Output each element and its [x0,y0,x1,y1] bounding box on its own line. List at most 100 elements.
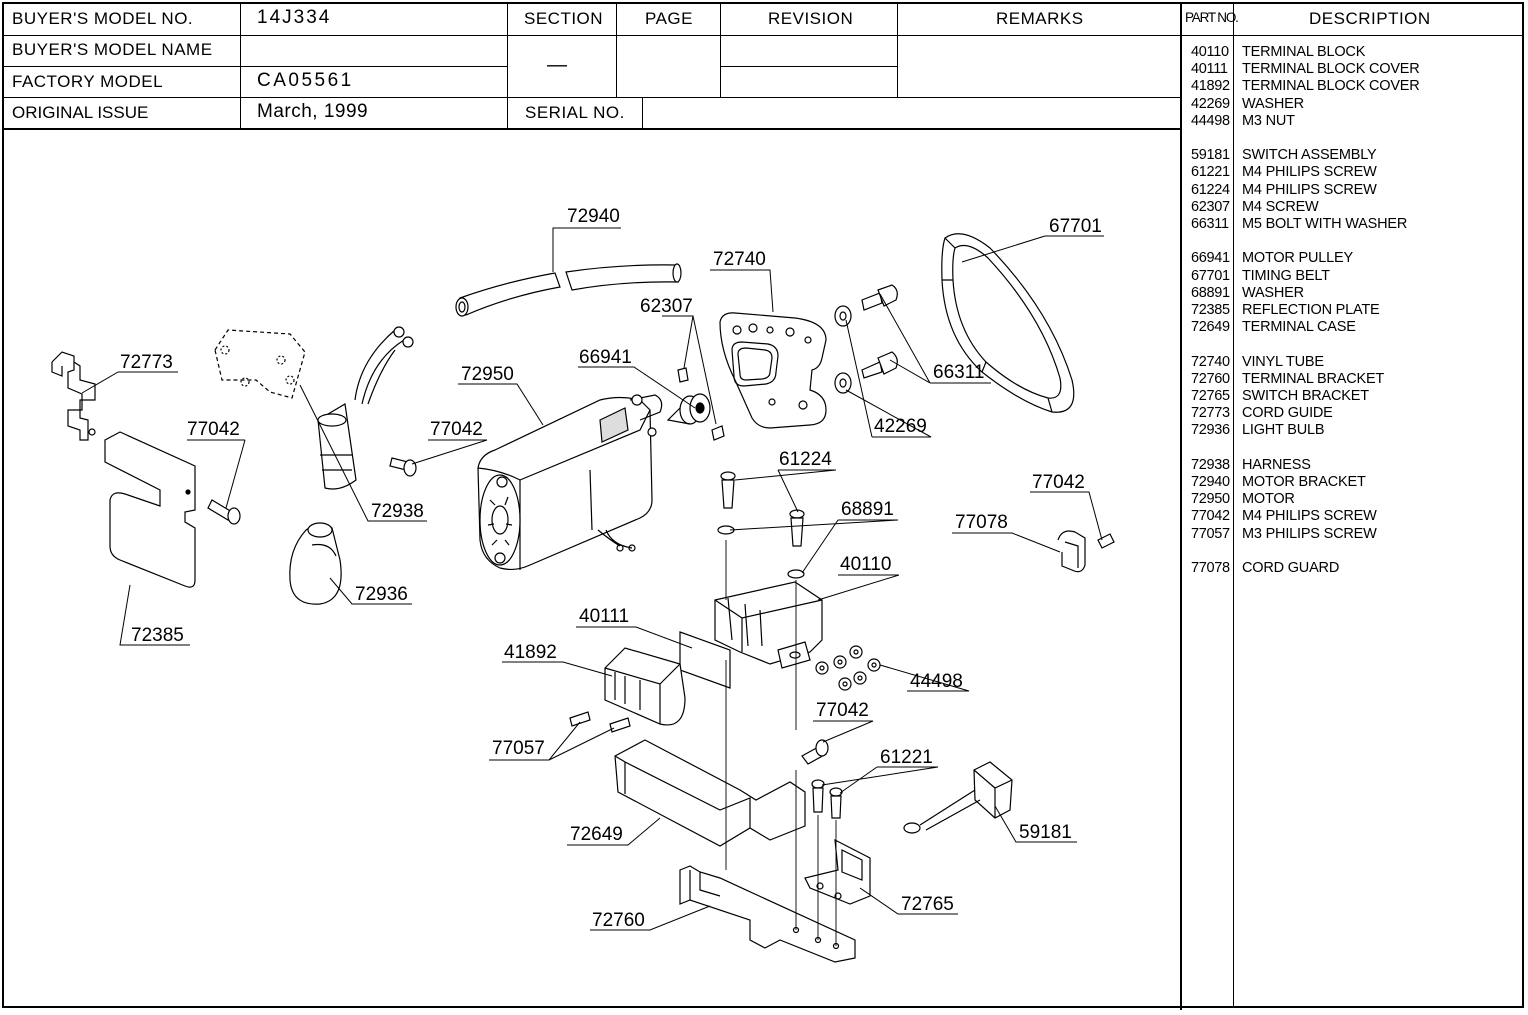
part-description: MOTOR [1242,491,1295,508]
callout-72936: 72936 [355,584,408,605]
revision-label: REVISION [768,9,854,28]
part-number: 72938 [1191,456,1230,473]
remarks-label: REMARKS [996,9,1084,28]
switch-bracket-part [804,838,871,905]
part-number: 77042 [1191,508,1230,525]
part-description: TERMINAL BLOCK COVER [1242,61,1420,78]
cord-guide-part [51,351,96,441]
part-description: TERMINAL BRACKET [1242,370,1385,387]
part-description: CORD GUARD [1242,560,1340,576]
callout-42269: 42269 [874,416,927,437]
part-number: 40111 [1191,61,1228,78]
part-number: 61224 [1191,181,1230,198]
part-number: 72649 [1191,319,1230,336]
callout-72649: 72649 [570,824,623,845]
callout-72765: 72765 [901,894,954,915]
part-description: M4 SCREW [1242,198,1319,215]
terminal-bracket-part [679,865,856,963]
switch-assembly-part [903,761,1013,834]
buyers-model-no-value: 14J334 [257,7,332,28]
part-description: HARNESS [1242,456,1311,473]
callout-40110: 40110 [840,554,891,575]
part-description: TIMING BELT [1242,267,1330,284]
page-label: PAGE [645,9,693,28]
part-number: 44498 [1191,112,1230,129]
callout-61221: 61221 [880,747,933,768]
factory-model-value: CA05561 [257,70,354,91]
cord-guard-part [1057,530,1115,573]
part-description: REFLECTION PLATE [1242,302,1380,318]
callout-44498: 44498 [910,671,963,692]
callout-77078: 77078 [955,512,1008,533]
diagram-svg: 72940 72740 67701 62307 66941 72950 7277… [51,206,1115,963]
part-description: WASHER [1242,95,1304,112]
part-description: M4 PHILIPS SCREW [1242,508,1377,525]
terminal-case-part [614,739,806,847]
callout-72385: 72385 [131,625,184,646]
callout-77057: 77057 [492,738,545,759]
callout-72950: 72950 [461,364,514,385]
callout-72760: 72760 [592,910,645,931]
part-number: 72950 [1191,491,1230,508]
buyers-model-name-label: BUYER'S MODEL NAME [12,40,213,59]
screws-77057 [569,711,631,733]
original-issue-value: March, 1999 [257,101,369,122]
terminal-block-cover-40111 [679,631,731,689]
section-label: SECTION [524,9,604,28]
part-number: 59181 [1191,147,1230,164]
motor-bracket-part [719,312,827,429]
part-number: 72765 [1191,388,1230,404]
screw-77042-b [389,457,417,477]
callout-77042-c: 77042 [816,700,869,721]
callout-72740: 72740 [713,249,766,270]
part-number: 72773 [1191,405,1230,422]
callout-66311: 66311 [933,362,984,383]
part-description: TERMINAL CASE [1242,319,1356,336]
part-number: 68891 [1191,284,1230,301]
screws-61221 [811,779,843,819]
motor-part [477,394,663,571]
callout-40111: 40111 [579,606,629,627]
description-header: DESCRIPTION [1309,9,1431,28]
part-number: 72936 [1191,422,1230,439]
part-description: SWITCH ASSEMBLY [1242,147,1377,164]
reflection-plate-part [88,428,196,588]
callout-59181: 59181 [1019,822,1072,843]
callout-labels: 72940 72740 67701 62307 66941 72950 7277… [120,206,1102,931]
part-number: 77078 [1191,560,1230,576]
bolts-and-washers [834,284,898,394]
part-description: TERMINAL BLOCK COVER [1242,78,1420,95]
factory-model-label: FACTORY MODEL [12,72,164,91]
leader-lines [81,227,1104,931]
callout-77042-d: 77042 [1032,472,1085,493]
part-number: 72760 [1191,370,1230,387]
buyers-model-no-label: BUYER'S MODEL NO. [12,9,194,28]
part-description: MOTOR PULLEY [1242,250,1353,267]
part-description: VINYL TUBE [1242,353,1324,370]
part-number: 72385 [1191,302,1230,318]
part-no-header: PART NO. [1185,10,1239,25]
part-description: MOTOR BRACKET [1242,474,1366,490]
part-description: SWITCH BRACKET [1242,388,1369,404]
callout-41892: 41892 [504,642,557,663]
harness-part [214,326,414,490]
m3-nuts-part [815,645,881,691]
terminal-block-cover-41892 [604,647,686,726]
screws-61224 [717,471,805,579]
light-bulb-part [289,522,342,605]
header-table: BUYER'S MODEL NO. 14J334 BUYER'S MODEL N… [0,0,1182,1010]
callout-77042-a: 77042 [187,419,240,440]
part-number: 67701 [1191,267,1230,284]
part-description: M5 BOLT WITH WASHER [1242,216,1408,232]
callout-61224: 61224 [779,449,832,470]
part-description: M3 PHILIPS SCREW [1242,525,1377,542]
terminal-block-part [714,581,823,669]
part-description: M3 NUT [1242,112,1295,129]
callout-72940: 72940 [567,206,620,227]
callout-62307: 62307 [640,296,693,317]
part-description: TERMINAL BLOCK [1242,44,1366,60]
screw-77042-a [207,499,241,525]
callout-77042-b: 77042 [430,419,483,440]
